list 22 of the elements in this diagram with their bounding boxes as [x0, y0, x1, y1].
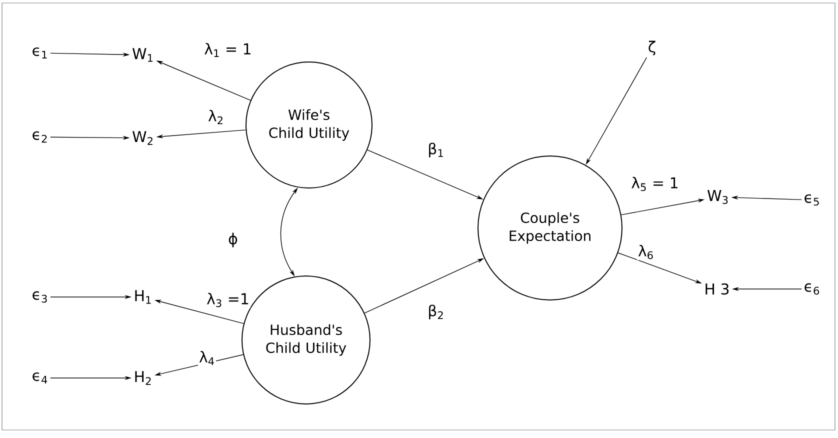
variable-label: H 3 [706, 283, 729, 295]
variable-label: W$_{1}$ [132, 48, 153, 62]
edge-label: λ$_{2}$ [206, 108, 226, 126]
edge-label: λ$_{1}$ = 1 [203, 42, 253, 58]
edge-label: β$_{1}$ [426, 142, 446, 158]
edge-label: λ$_{3}$ =1 [206, 292, 250, 308]
variable-label: W$_{2}$ [132, 131, 152, 145]
variable-label: ϵ$_{6}$ [804, 283, 820, 295]
variable-label: ϵ$_{2}$ [32, 131, 47, 143]
variable-label: W$_{3}$ [708, 190, 728, 204]
variable-label: H$_{1}$ [135, 290, 151, 304]
edge-label: ϕ [227, 232, 239, 248]
edge-label: β$_{2}$ [426, 304, 446, 320]
variable-label: ϵ$_{4}$ [32, 372, 48, 384]
edge-label: λ$_{5}$ = 1 [630, 176, 680, 192]
variable-label: ζ [648, 40, 656, 56]
edge-label: λ$_{6}$ [636, 244, 656, 260]
edge-label: λ$_{4}$ [198, 350, 216, 366]
variable-label: H$_{2}$ [135, 371, 151, 385]
variable-label: ϵ$_{3}$ [32, 291, 47, 303]
variable-label: ϵ$_{1}$ [32, 47, 47, 59]
variable-label: ϵ$_{5}$ [804, 194, 819, 206]
